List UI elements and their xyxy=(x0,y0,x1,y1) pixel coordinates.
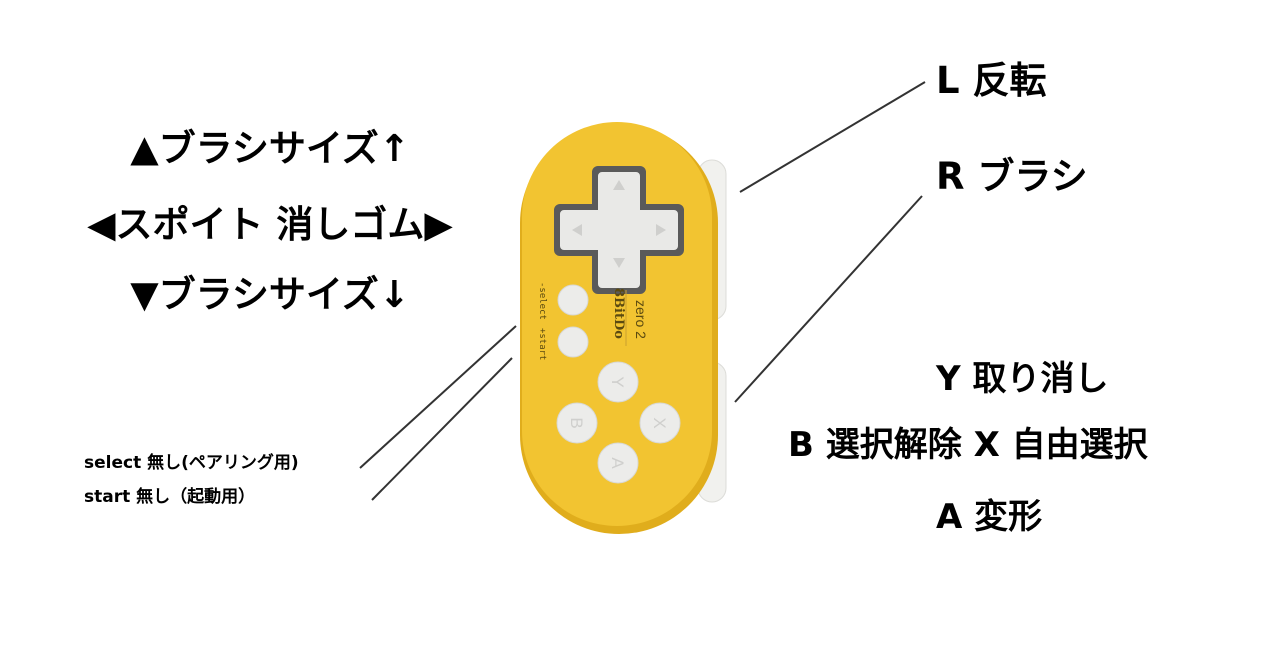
dpad-left-arrow-icon xyxy=(572,224,582,236)
dpad-down-arrow-icon xyxy=(613,258,625,268)
dpad-right-arrow-icon xyxy=(656,224,666,236)
dpad-up-label: ▲ブラシサイズ↑ xyxy=(130,127,410,170)
select-label: select 無し(ペアリング用) xyxy=(84,453,299,473)
brand-logo: 8BitDo xyxy=(611,288,626,339)
dpad-down-label: ▼ブラシサイズ↓ xyxy=(130,273,410,316)
leader-line-start xyxy=(371,357,513,501)
r-button-label: R ブラシ xyxy=(936,155,1088,198)
y-button-label: Y 取り消し xyxy=(936,359,1109,399)
leader-line-l xyxy=(739,81,926,193)
b-button[interactable]: B xyxy=(556,402,598,444)
b-button-letter: B xyxy=(567,417,586,428)
start-button[interactable] xyxy=(557,326,589,358)
start-label: start 無し（起動用） xyxy=(84,487,256,507)
a-button-label: A 変形 xyxy=(936,497,1043,537)
x-button[interactable]: X xyxy=(639,402,681,444)
model-name: zero 2 xyxy=(633,300,649,339)
l-button-label: L 反転 xyxy=(936,59,1047,102)
a-button[interactable]: A xyxy=(597,442,639,484)
leader-line-select xyxy=(359,325,517,469)
b-x-buttons-label: B 選択解除 X 自由選択 xyxy=(788,425,1148,465)
dpad-up-arrow-icon xyxy=(613,180,625,190)
x-button-letter: X xyxy=(650,417,669,428)
dpad[interactable] xyxy=(554,166,684,294)
leader-line-r xyxy=(734,195,923,403)
y-button-letter: Y xyxy=(608,376,627,387)
dpad-left-right-label: ◀スポイト 消しゴム▶ xyxy=(87,203,453,246)
select-start-marks: -select+start xyxy=(537,282,547,360)
a-button-letter: A xyxy=(608,457,627,469)
select-button[interactable] xyxy=(557,284,589,316)
y-button[interactable]: Y xyxy=(597,361,639,403)
